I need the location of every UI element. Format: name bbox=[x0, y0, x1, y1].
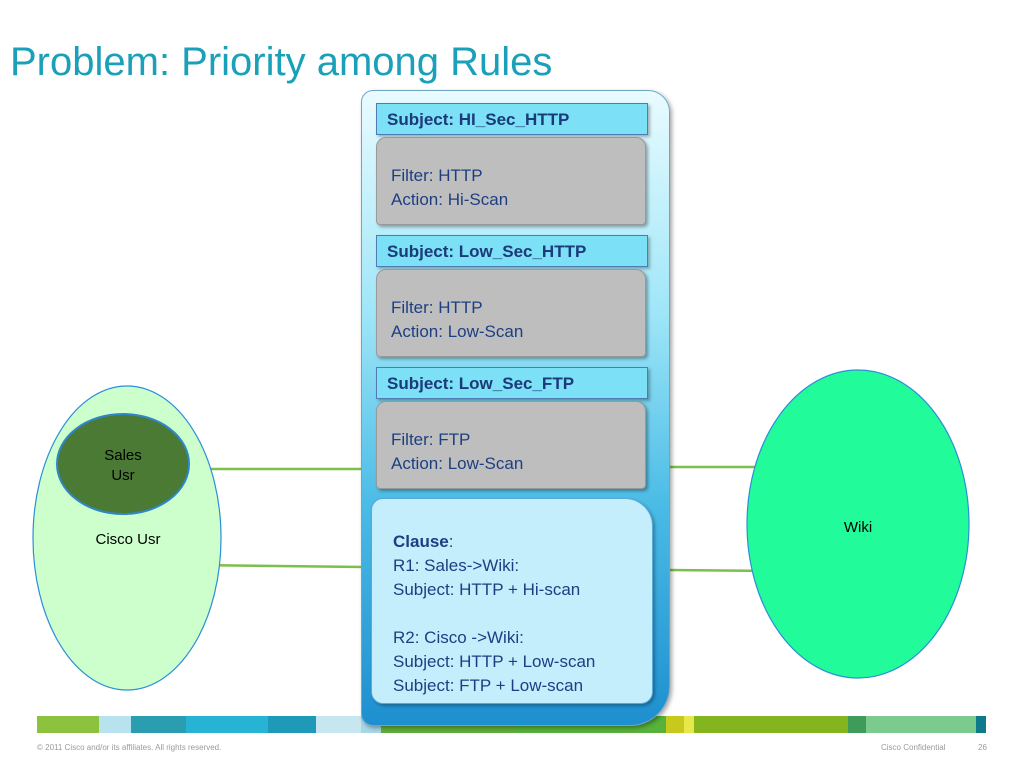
sales-usr-label: Sales Usr bbox=[93, 446, 153, 486]
rule-action: Action: Hi-Scan bbox=[391, 190, 509, 209]
rule-box-low-sec-http: Filter: HTTP Action: Low-Scan bbox=[376, 269, 646, 357]
clause-line: Subject: HTTP + Low-scan bbox=[393, 652, 596, 671]
clause-line: Subject: HTTP + Hi-scan bbox=[393, 580, 581, 599]
subject-header-hi-sec-http: Subject: HI_Sec_HTTP bbox=[376, 103, 648, 135]
footer-band-segment bbox=[684, 716, 694, 733]
footer-band-segment bbox=[316, 716, 361, 733]
clause-keyword: Clause bbox=[393, 532, 449, 551]
footer-copyright: © 2011 Cisco and/or its affiliates. All … bbox=[37, 743, 222, 752]
footer-page-number: 26 bbox=[978, 743, 987, 752]
footer-band-segment bbox=[268, 716, 316, 733]
sales-label-line1: Sales bbox=[104, 447, 142, 464]
rule-box-hi-sec-http: Filter: HTTP Action: Hi-Scan bbox=[376, 137, 646, 225]
slide-title: Problem: Priority among Rules bbox=[10, 40, 553, 84]
clause-line: Subject: FTP + Low-scan bbox=[393, 676, 584, 695]
rule-filter: Filter: FTP bbox=[391, 430, 471, 449]
cisco-connector-line bbox=[192, 563, 365, 569]
subject-header-low-sec-http: Subject: Low_Sec_HTTP bbox=[376, 235, 648, 267]
clause-line bbox=[393, 602, 652, 626]
rule-action: Action: Low-Scan bbox=[391, 454, 524, 473]
footer-band-segment bbox=[99, 716, 131, 733]
wiki-node bbox=[746, 369, 970, 679]
cisco-usr-label: Cisco Usr bbox=[95, 531, 161, 548]
footer-band-segment bbox=[976, 716, 986, 733]
sales-usr-node bbox=[56, 413, 190, 515]
rule-filter: Filter: HTTP bbox=[391, 298, 483, 317]
subject-header-low-sec-ftp: Subject: Low_Sec_FTP bbox=[376, 367, 648, 399]
clause-colon: : bbox=[448, 532, 454, 551]
rule-filter: Filter: HTTP bbox=[391, 166, 483, 185]
clause-heading: Clause: bbox=[393, 530, 652, 554]
sales-label-line2: Usr bbox=[111, 467, 135, 484]
footer-band-segment bbox=[848, 716, 866, 733]
wiki-label: Wiki bbox=[843, 519, 873, 536]
clause-line: R1: Sales->Wiki: bbox=[393, 556, 520, 575]
clause-line: R2: Cisco ->Wiki: bbox=[393, 628, 524, 647]
footer-band-segment bbox=[666, 716, 684, 733]
footer-band-segment bbox=[131, 716, 186, 733]
footer-band-segment bbox=[37, 716, 99, 733]
clause-box: Clause: R1: Sales->Wiki: Subject: HTTP +… bbox=[371, 498, 653, 704]
footer-confidential: Cisco Confidential bbox=[881, 743, 946, 752]
footer-band-segment bbox=[694, 716, 848, 733]
rule-box-low-sec-ftp: Filter: FTP Action: Low-Scan bbox=[376, 401, 646, 489]
footer-band-segment bbox=[866, 716, 976, 733]
rule-action: Action: Low-Scan bbox=[391, 322, 524, 341]
footer-band-segment bbox=[186, 716, 268, 733]
